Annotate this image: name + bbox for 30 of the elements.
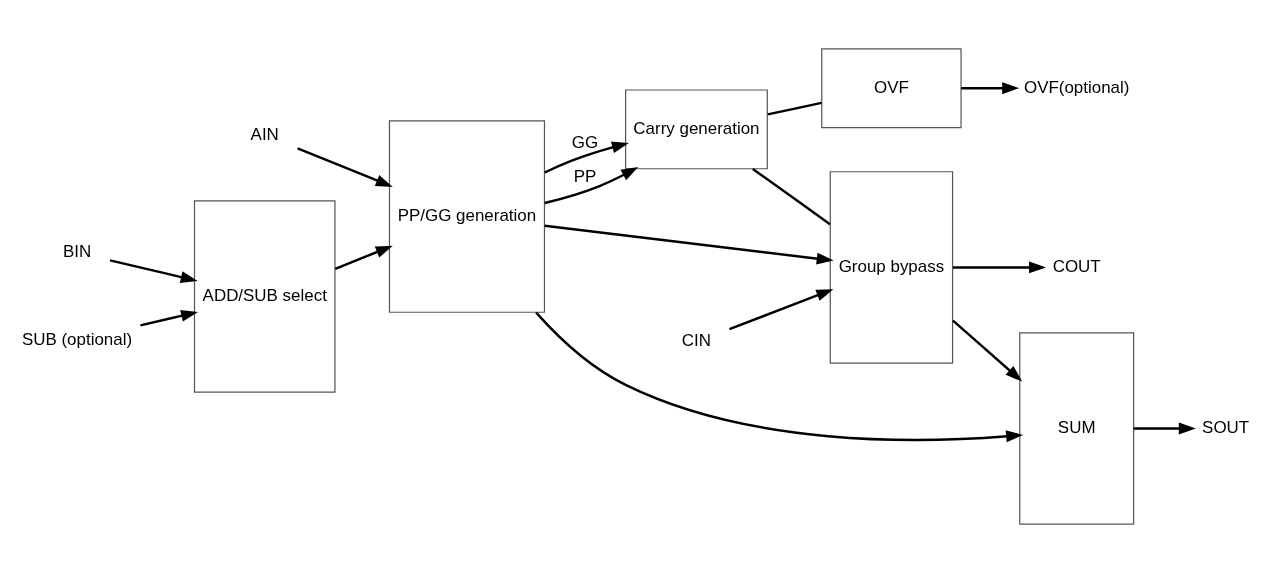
node-box: Carry generation [625, 89, 768, 170]
arrow [140, 310, 198, 327]
arrow [953, 261, 1046, 274]
node-text: AIN [250, 124, 279, 144]
node-text: BIN [62, 242, 92, 262]
edge-label: PP [573, 166, 597, 186]
arrow [961, 82, 1020, 95]
connector [752, 167, 831, 226]
edge-label: GG [571, 132, 599, 152]
arrow [535, 311, 1024, 443]
arrow [1133, 422, 1196, 435]
arrow [544, 141, 629, 174]
node-text: SUB (optional) [21, 329, 133, 349]
node-text: COUT [1052, 256, 1101, 276]
node-box: Group bypass [829, 171, 954, 364]
node-box: ADD/SUB select [193, 200, 336, 393]
node-text: OVF(optional) [1023, 77, 1130, 97]
arrow [952, 319, 1023, 382]
node-text: CIN [681, 330, 712, 350]
node-box: OVF [821, 48, 962, 129]
arrow [334, 245, 393, 270]
arrow [729, 289, 834, 331]
arrow [544, 224, 834, 265]
node-text: SOUT [1202, 417, 1250, 437]
node-box: PP/GG generation [388, 120, 546, 313]
node-box: SUM [1019, 332, 1135, 525]
arrow [544, 167, 639, 205]
arrow [297, 147, 393, 187]
arrow [109, 259, 198, 283]
connector [767, 101, 822, 116]
